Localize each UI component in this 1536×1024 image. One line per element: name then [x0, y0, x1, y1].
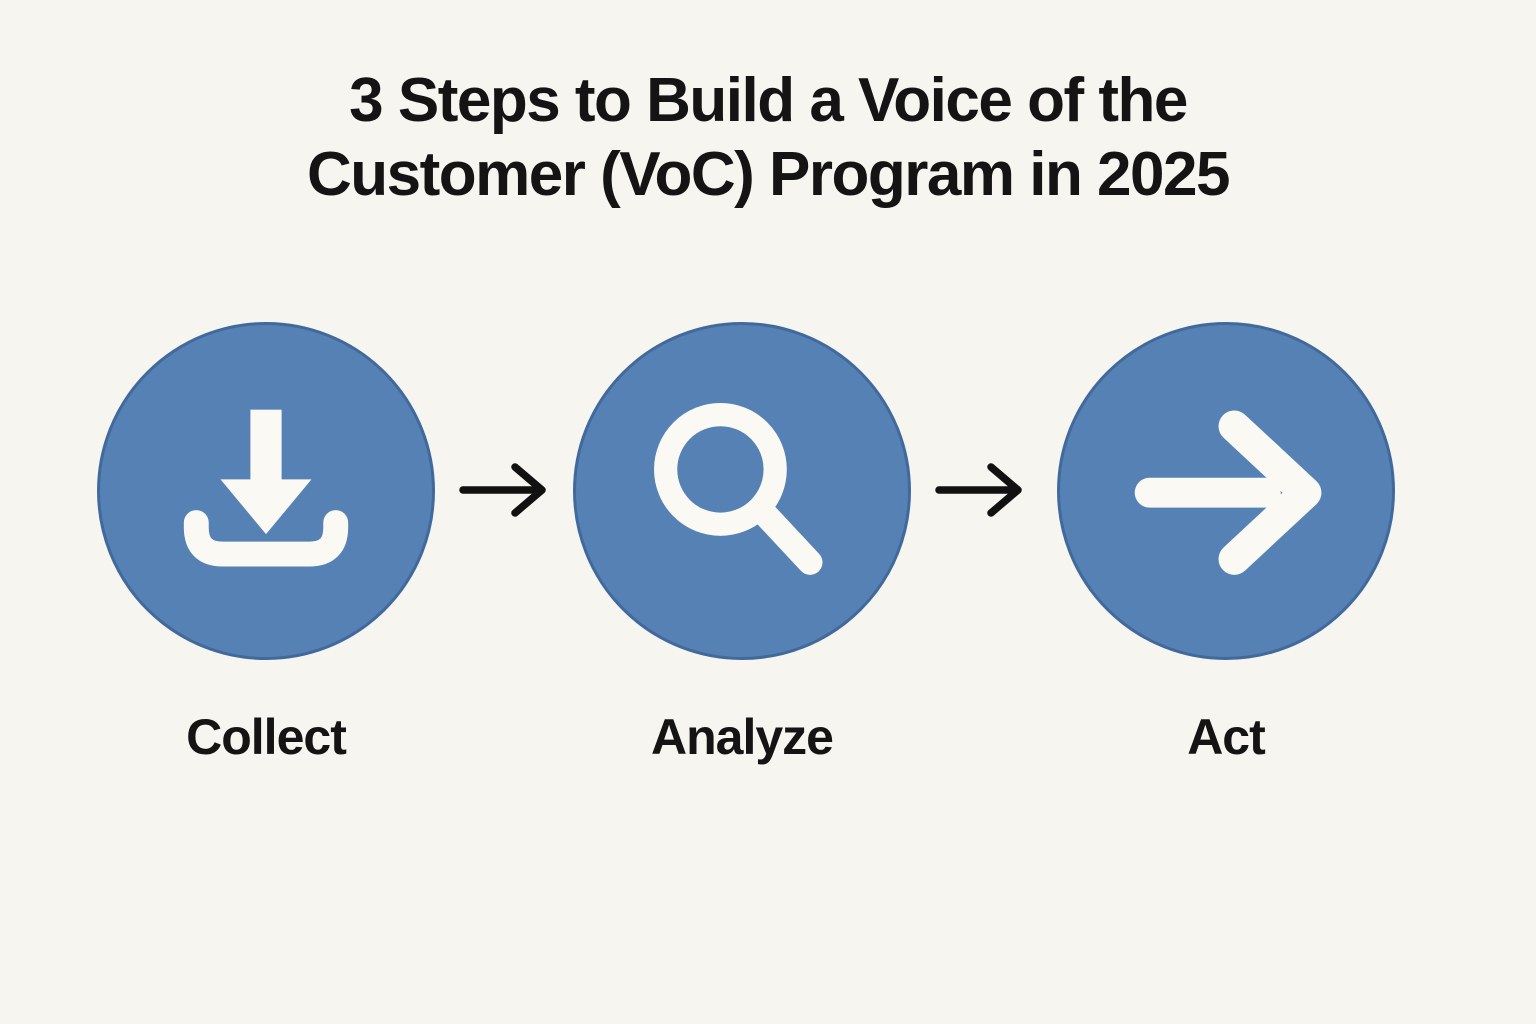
step-circle-collect: [97, 322, 435, 660]
page-title-line2: Customer (VoC) Program in 2025: [307, 140, 1230, 209]
right-arrow-connector-icon: [459, 463, 546, 517]
search-icon: [654, 403, 823, 575]
step-label-act: Act: [1187, 709, 1266, 765]
step-label-analyze: Analyze: [651, 709, 834, 765]
step-circle-analyze: [573, 322, 911, 660]
right-arrow-connector-icon: [935, 463, 1022, 517]
download-icon: [183, 409, 349, 567]
step-circle-act: [1057, 322, 1395, 660]
page-title: 3 Steps to Build a Voice of the Customer…: [0, 64, 1536, 212]
step-label-collect: Collect: [186, 709, 347, 765]
page-title-line1: 3 Steps to Build a Voice of the: [349, 66, 1188, 135]
arrow-right-icon: [1134, 410, 1322, 575]
